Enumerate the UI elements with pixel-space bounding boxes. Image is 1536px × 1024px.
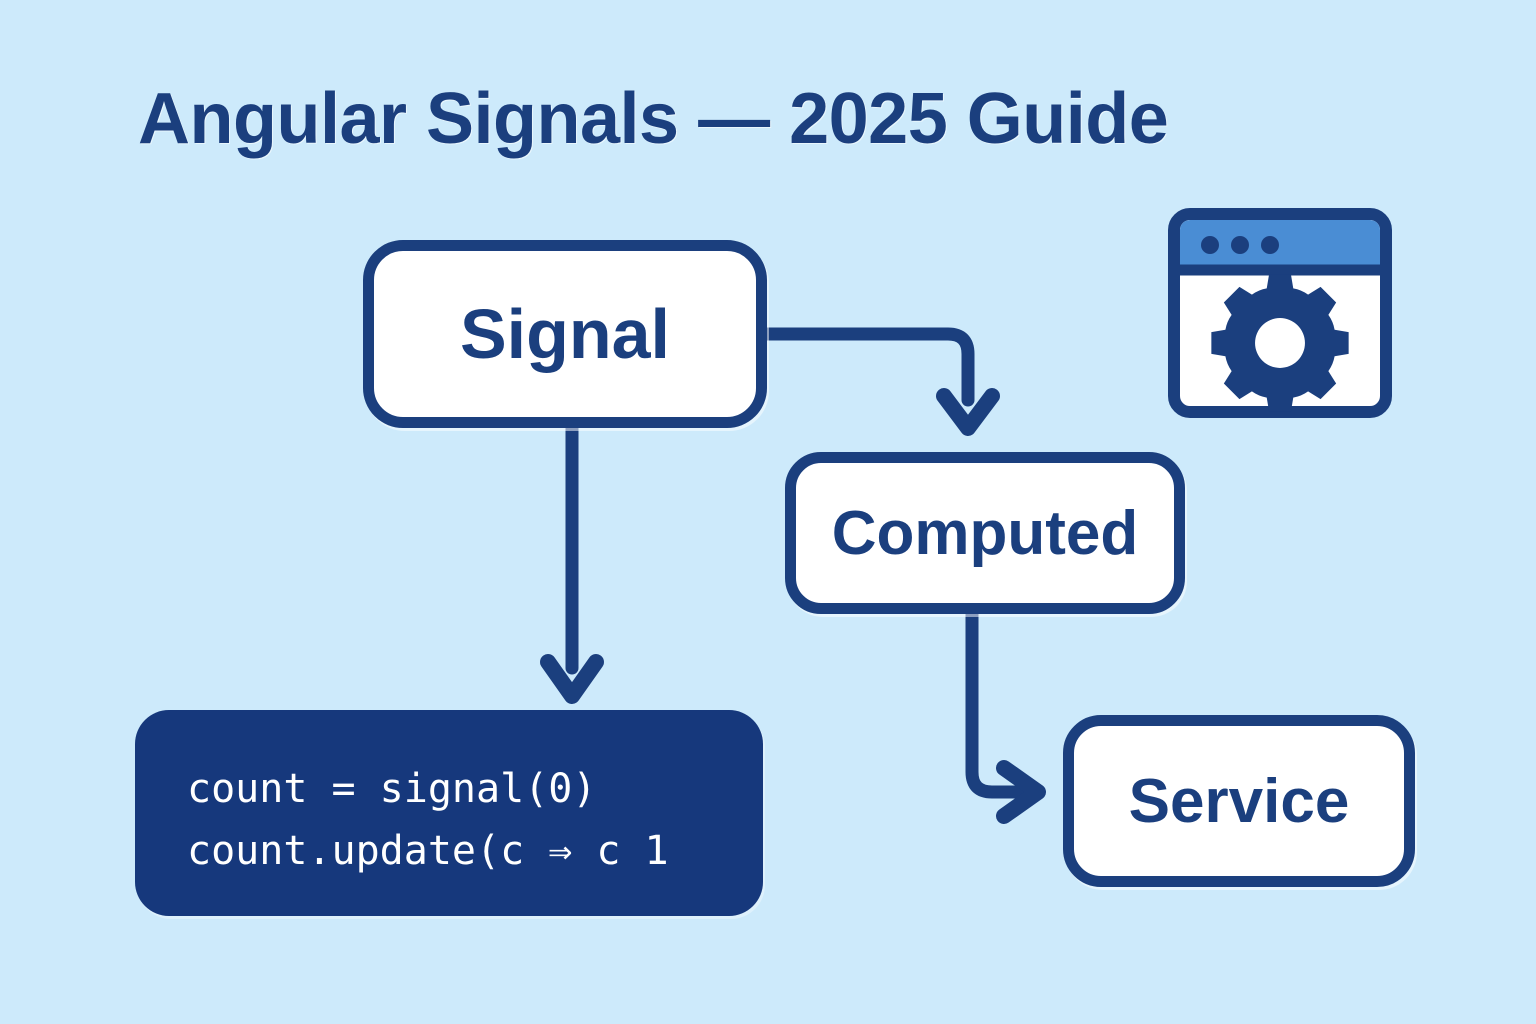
edge-signal-to-code xyxy=(540,421,604,704)
node-computed[interactable]: Computed xyxy=(785,452,1185,614)
node-service-label: Service xyxy=(1128,766,1350,836)
code-line-1: count = signal(0) xyxy=(187,766,597,812)
node-computed-label: Computed xyxy=(831,498,1139,568)
browser-titlebar xyxy=(1180,220,1380,270)
node-signal[interactable]: Signal xyxy=(363,240,767,428)
titlebar-dot-2 xyxy=(1231,236,1249,254)
gear-icon xyxy=(1211,274,1349,412)
titlebar-dot-1 xyxy=(1201,236,1219,254)
node-signal-label: Signal xyxy=(459,295,671,373)
edge-computed-to-service xyxy=(965,607,1046,824)
code-line-2: count.update(c ⇒ c 1 xyxy=(187,828,669,874)
code-snippet-block: count = signal(0) count.update(c ⇒ c 1 xyxy=(135,710,763,916)
titlebar-dot-3 xyxy=(1261,236,1279,254)
browser-window-gear-icon xyxy=(1168,208,1392,418)
page-title: Angular Signals — 2025 Guide xyxy=(138,79,1169,159)
node-service[interactable]: Service xyxy=(1063,715,1415,887)
edge-signal-to-computed xyxy=(760,327,1000,436)
